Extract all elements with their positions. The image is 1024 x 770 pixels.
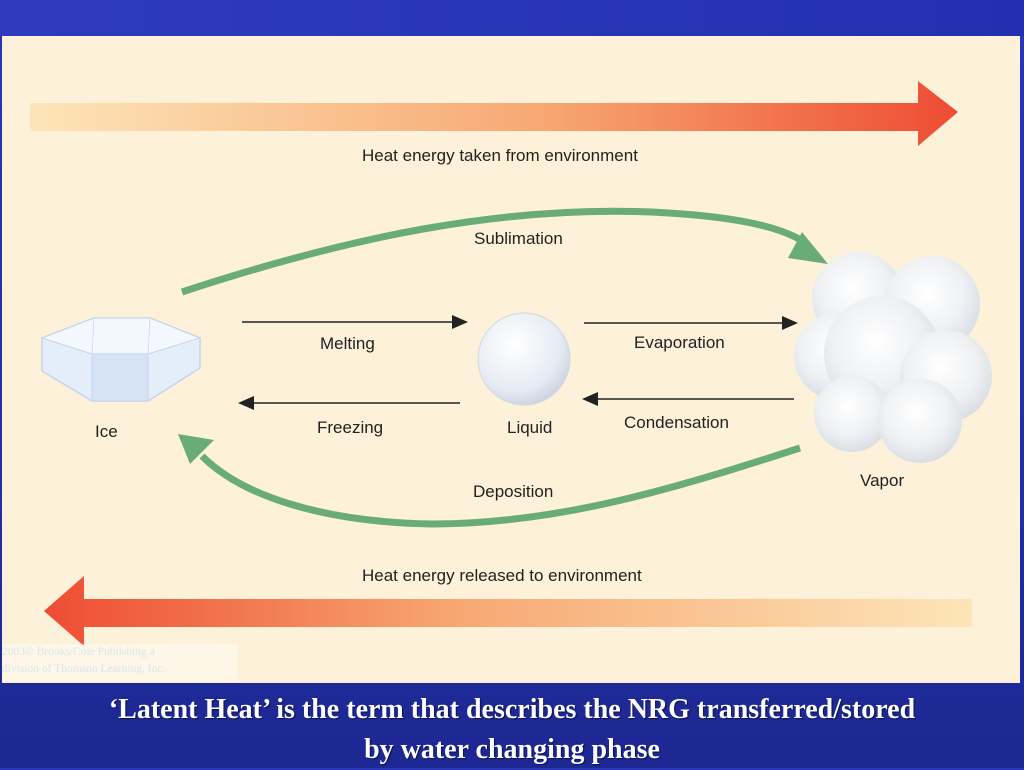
copyright-line-2: division of Thomson Learning, Inc.: [2, 663, 166, 675]
sublimation-arrow: [180, 207, 810, 296]
heat-released-label: Heat energy released to environment: [362, 566, 642, 585]
sublimation-label: Sublimation: [474, 229, 563, 248]
vapor-cloud: [794, 252, 992, 463]
heat-released-arrow: [44, 576, 972, 646]
liquid-label: Liquid: [507, 418, 553, 437]
heat-taken-arrow: [30, 81, 958, 146]
freezing-label: Freezing: [317, 418, 384, 437]
evaporation-arrowhead: [782, 316, 798, 330]
slide-top-band: [0, 0, 1024, 36]
caption-line-2: by water changing phase: [364, 734, 660, 765]
deposition-label: Deposition: [473, 482, 554, 501]
melting-label: Melting: [320, 334, 375, 353]
ice-crystal: [40, 317, 202, 402]
vapor-label: Vapor: [860, 471, 905, 490]
condensation-arrowhead: [582, 392, 598, 406]
heat-taken-label: Heat energy taken from environment: [362, 146, 638, 165]
deposition-arrowhead: [178, 434, 214, 464]
freezing-arrowhead: [238, 396, 254, 410]
condensation-label: Condensation: [624, 413, 729, 432]
copyright-line-1: 2003© Brooks/Cole Publishing a: [2, 646, 155, 658]
melting-arrowhead: [452, 315, 468, 329]
copyright-notice: 2003© Brooks/Cole Publishing a division …: [2, 644, 238, 682]
caption-line-1: ‘Latent Heat’ is the term that describes…: [108, 694, 916, 725]
phase-change-diagram: [30, 81, 992, 646]
slide-caption: ‘Latent Heat’ is the term that describes…: [0, 690, 1024, 770]
diagram-panel: Heat energy taken from environment Subli…: [2, 36, 1020, 683]
evaporation-label: Evaporation: [634, 333, 725, 352]
liquid-droplet: [477, 312, 571, 406]
deposition-arrow: [199, 444, 802, 528]
sublimation-arrowhead: [788, 232, 828, 264]
ice-label: Ice: [95, 422, 118, 441]
